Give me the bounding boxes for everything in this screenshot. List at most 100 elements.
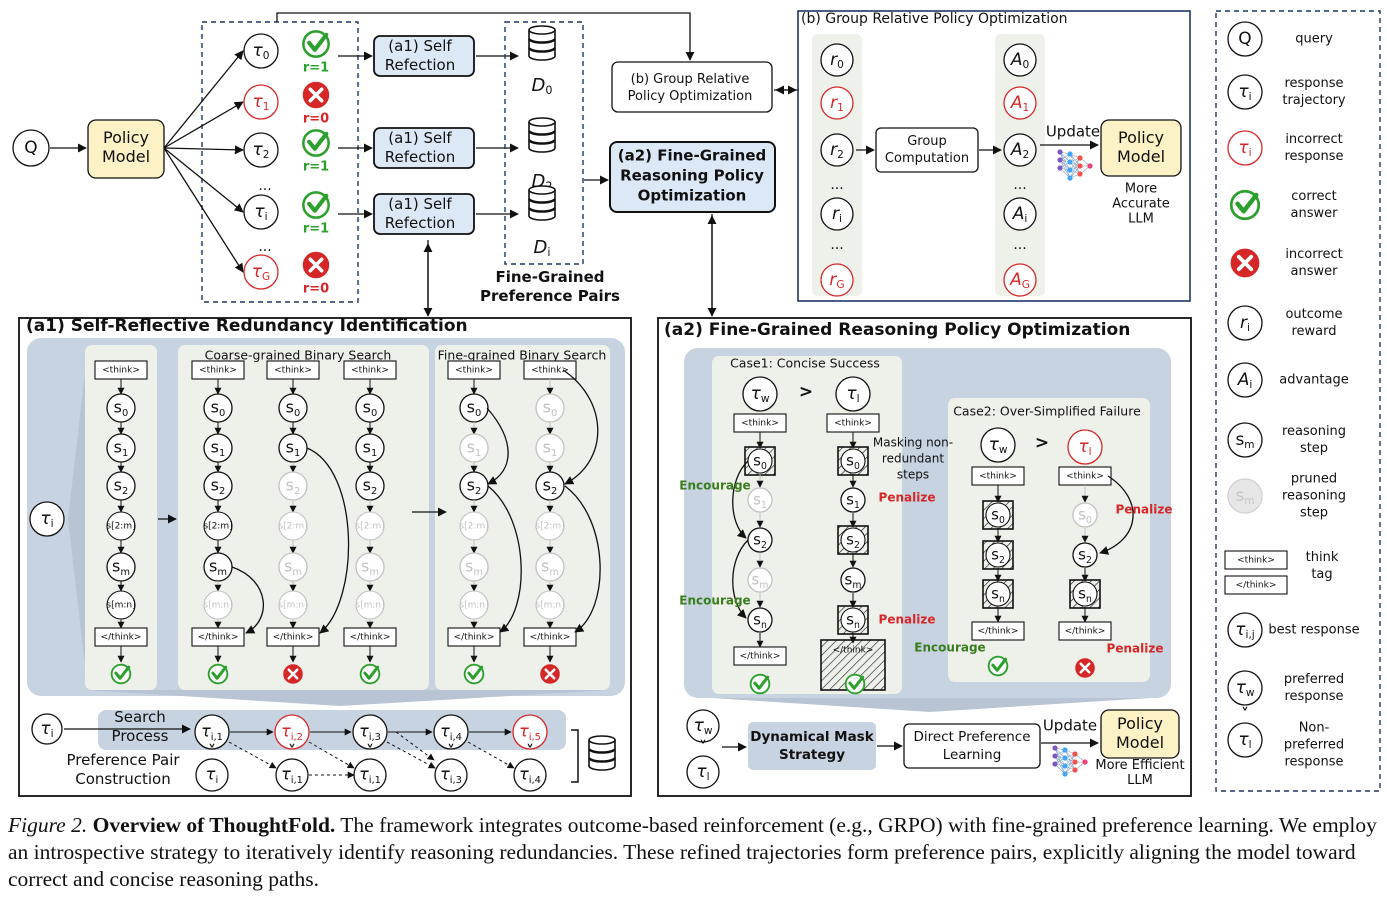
reward-label: r=0: [303, 282, 329, 297]
legend-reward-node: [1227, 305, 1263, 341]
case1-preferred-think-tag: [733, 646, 787, 666]
a1-think-close-tag-text: </think>: [454, 633, 495, 643]
legend-query-node: [1227, 21, 1263, 57]
search-pair-chevron: ˅: [288, 742, 296, 761]
symbol-subscript: 2: [761, 540, 767, 551]
symbol-subscript: 2: [999, 555, 1005, 566]
network-icon-node: [1062, 771, 1068, 777]
trajectory-node: [243, 132, 279, 168]
database-icon-top: [588, 735, 616, 745]
network-icon-node: [1052, 753, 1058, 759]
check-icon-mark: [307, 193, 329, 213]
fine-grained-optimization-label: Optimization: [638, 187, 747, 205]
legend-label: reward: [1291, 324, 1336, 339]
legend-label: answer: [1291, 206, 1339, 221]
legend-check-icon: [1229, 189, 1261, 221]
check-icon-mark: [307, 131, 329, 151]
network-icon-node: [1052, 745, 1058, 751]
a1-think-close-tag-text: </think>: [198, 633, 239, 643]
legend-box: [1215, 10, 1381, 792]
symbol-subscript: m: [473, 567, 483, 578]
symbol-subscript: m: [120, 567, 130, 578]
case1-nonpreferred-node: [835, 376, 871, 412]
network-icon-node: [1082, 759, 1088, 765]
a1-panel-title: (a1) Self-Reflective Redundancy Identifi…: [26, 316, 468, 336]
legend-advantage-node: [1227, 362, 1263, 398]
advantage-dots: ...: [1013, 237, 1026, 253]
symbol-subscript: 0: [294, 408, 300, 419]
a1-funnel-shape: [85, 690, 610, 706]
dpl-box: [903, 723, 1041, 769]
pair-nonpreferred-node: [686, 755, 720, 789]
grpo-panel-title: (b) Group Relative Policy Optimization: [801, 11, 1068, 27]
symbol-subscript: m: [217, 567, 227, 578]
a1-step-range-label: s[2:m]: [459, 522, 488, 532]
symbol-subscript: i,3: [369, 732, 381, 743]
mask-strategy-label: Dynamical Mask: [750, 729, 874, 745]
a1-step-range-label: s[m:n]: [355, 601, 384, 611]
search-dashed-arrow: [228, 741, 277, 769]
preference-pairs-label: Preference Pairs: [480, 287, 620, 305]
symbol-subscript: m: [852, 580, 861, 591]
a1-step-range-label: s[2:m]: [355, 522, 384, 532]
dataset-icon: [528, 117, 556, 153]
network-icon-node: [1062, 763, 1068, 769]
pair-source-symbol: τi: [40, 719, 53, 740]
group-computation-label: Group: [907, 134, 947, 149]
symbol-subscript: i: [265, 211, 268, 223]
symbol-subscript: n: [761, 620, 767, 631]
reward-dots: ...: [830, 177, 843, 193]
a1-step-range-label: s[m:n]: [106, 601, 135, 611]
search-pair-chevron: ˅: [366, 742, 374, 761]
case1-preferred-step-node: [747, 607, 773, 633]
check-icon-mark: [114, 665, 131, 680]
a1-trajectory-node: [29, 501, 65, 537]
case2-label: Case2: Over-Simplified Failure: [953, 404, 1141, 419]
symbol-subscript: i: [1249, 147, 1252, 159]
dataset-symbol: Di: [534, 237, 551, 259]
legend-label: query: [1295, 32, 1333, 47]
network-icon-node: [1057, 149, 1063, 155]
cross-icon-mark: [308, 257, 324, 273]
a1-think-close-tag-text: </think>: [530, 633, 571, 643]
legend-label: preferred: [1284, 672, 1344, 687]
symbol-subscript: i: [839, 213, 842, 225]
a1-think-open-tag-text: <think>: [102, 366, 140, 376]
network-icon-edge: [1064, 753, 1076, 775]
advantage-node: [1003, 86, 1037, 120]
search-top-node: [352, 714, 388, 750]
incorrect-cross-icon: [302, 251, 330, 279]
legend-label: response: [1284, 76, 1343, 91]
symbol-subscript: i,1: [369, 775, 381, 786]
preference-pair-label: Construction: [75, 770, 171, 788]
advantage-symbol: Ai: [1012, 204, 1028, 225]
legend-label: trajectory: [1282, 93, 1346, 108]
check-icon-mark: [211, 665, 228, 680]
case2-nonpreferred-incorrect-icon: [1075, 658, 1095, 678]
a1-correct-icon: [110, 663, 132, 685]
pair-source-node: [31, 713, 63, 745]
symbol-subscript: l: [857, 393, 860, 405]
symbol-subscript: 2: [475, 486, 481, 497]
dpl-label: Learning: [943, 747, 1002, 763]
trajectory-node: [243, 254, 279, 290]
symbol-subscript: w: [704, 725, 713, 737]
grpo-more-accurate-label: Accurate: [1112, 197, 1170, 212]
symbol-subscript: 2: [551, 486, 557, 497]
symbol-subscript: i: [51, 518, 54, 530]
fine-grained-optimization-label: Reasoning Policy: [620, 167, 764, 185]
network-icon-edge: [1069, 165, 1081, 179]
search-low-symbol: τi: [206, 765, 218, 787]
symbol-subscript: n: [1086, 594, 1092, 605]
symbol-subscript: 0: [371, 408, 377, 419]
trajectory-dots: ...: [258, 239, 271, 255]
a1-fan-shape: [68, 355, 87, 683]
grpo-more-accurate-label: More: [1125, 182, 1157, 197]
search-dashed-arrow: [467, 741, 515, 769]
database-icon-top: [528, 25, 556, 35]
a1-think-open-tag-text: <think>: [455, 366, 493, 376]
symbol-subscript: i: [1249, 91, 1252, 103]
symbol-subscript: m: [759, 580, 768, 591]
network-icon-node: [1087, 163, 1093, 169]
grpo-policy-model-box: [1100, 119, 1182, 177]
